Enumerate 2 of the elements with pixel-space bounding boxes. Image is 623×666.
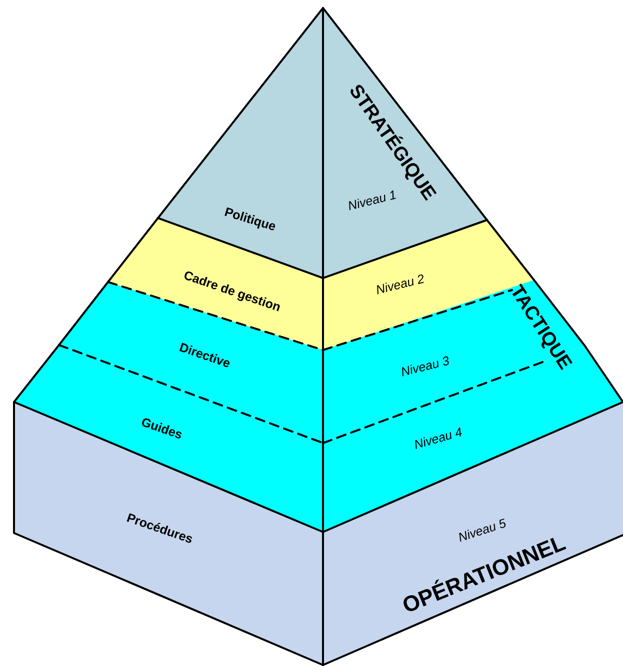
node-label: Guides bbox=[142, 418, 182, 438]
node-label: Niveau 3 bbox=[402, 356, 449, 376]
